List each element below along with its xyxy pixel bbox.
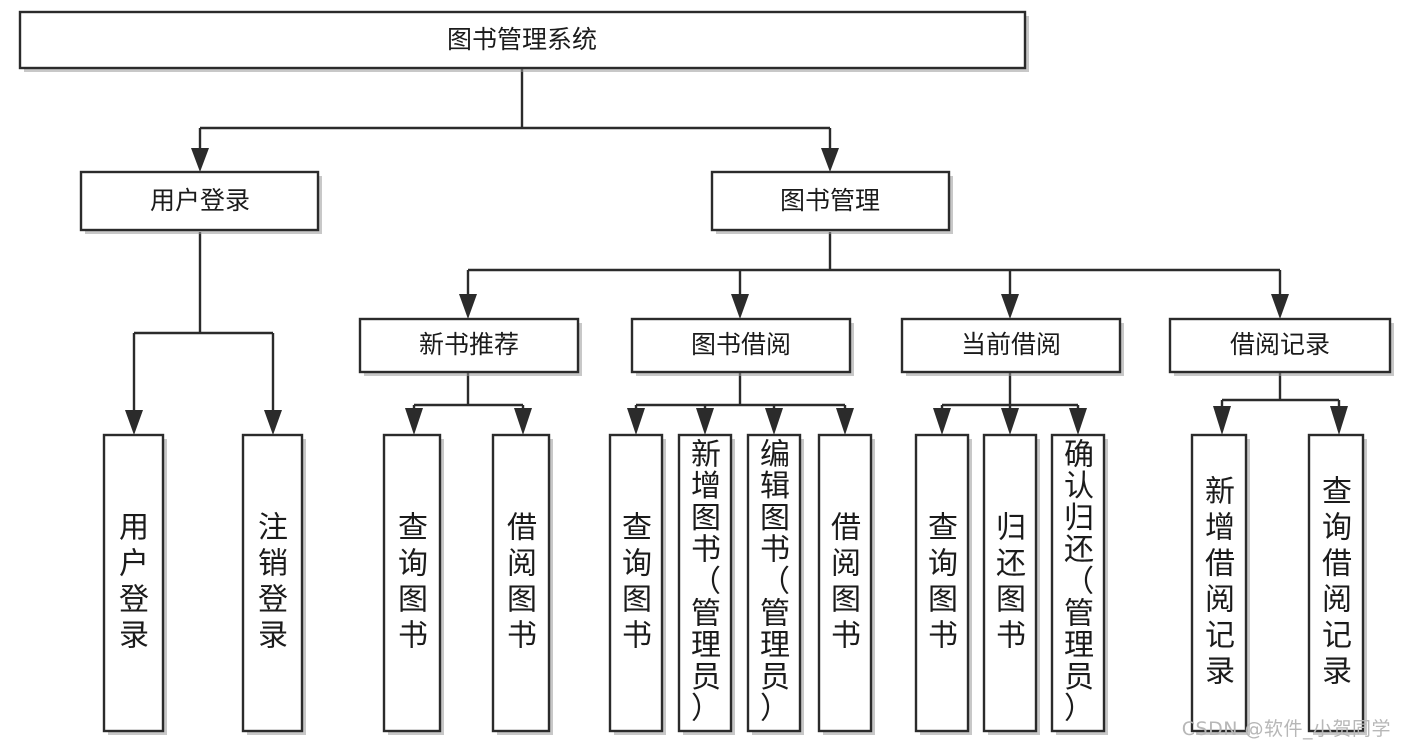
arrow-head-book-manage [821,148,839,172]
node-user-login-box [79,170,320,232]
node-book-manage-label: 图书管理 [780,186,880,215]
leaf-book-borrow-2-label: 新增图书（管理员） [691,437,721,726]
leaf-user-login-1-label: 用户登录 [119,511,149,654]
node-new-book-label: 新书推荐 [419,330,519,359]
leaf-user-login-2-box [241,433,304,733]
leaf-book-borrow-2-box [677,433,733,733]
leaf-user-login-1-box [102,433,165,733]
leaf-new-book-1-box [382,433,442,733]
leaf-book-borrow-2[interactable]: 新增图书（管理员） [677,433,735,735]
arrow-head-nb-leaf1 [405,408,423,435]
leaf-user-login-2[interactable]: 注销登录 [241,433,306,735]
arrow-head-bb-leaf2 [696,408,714,435]
leaf-current-borrow-1-label: 查询图书 [928,511,958,654]
node-book-borrow-label: 图书借阅 [691,330,791,359]
leaf-book-borrow-3-label: 编辑图书（管理员） [760,437,790,726]
arrow-head-bb-leaf1 [627,408,645,435]
node-book-borrow[interactable]: 图书借阅 [630,317,854,376]
leaf-book-borrow-1-label: 查询图书 [622,511,652,654]
leaf-borrow-record-1-label: 新增借阅记录 [1205,475,1235,690]
leaf-current-borrow-1-box [914,433,970,733]
leaf-book-borrow-4[interactable]: 借阅图书 [817,433,875,735]
leaf-new-book-1-label: 查询图书 [398,511,428,654]
node-user-login-label: 用户登录 [150,186,250,215]
arrow-head-br-leaf2 [1330,406,1348,435]
leaf-book-borrow-1[interactable]: 查询图书 [608,433,666,735]
leaf-current-borrow-2[interactable]: 归还图书 [982,433,1040,735]
arrow-head-cb-leaf1 [933,408,951,435]
arrow-head-new-book [459,294,477,319]
leaf-current-borrow-3[interactable]: 确认归还（管理员） [1050,433,1108,735]
arrow-head-leaf-user-login [125,410,143,435]
node-user-login[interactable]: 用户登录 [79,170,322,234]
arrow-head-book-borrow [731,294,749,319]
leaf-current-borrow-2-box [982,433,1038,733]
node-book-manage[interactable]: 图书管理 [710,170,953,234]
leaf-new-book-1[interactable]: 查询图书 [382,433,444,735]
node-new-book-recommend[interactable]: 新书推荐 [358,317,582,376]
arrow-head-current-borrow [1001,294,1019,319]
node-current-borrow-label: 当前借阅 [961,330,1061,359]
node-new-book-box [358,317,580,374]
node-current-borrow[interactable]: 当前借阅 [900,317,1124,376]
leaf-borrow-record-1[interactable]: 新增借阅记录 [1190,433,1250,735]
node-borrow-record-label: 借阅记录 [1230,330,1330,359]
leaf-borrow-record-2-box [1307,433,1365,733]
node-root-box [18,10,1027,70]
arrow-head-cb-leaf2 [1001,408,1019,435]
leaf-book-borrow-4-label: 借阅图书 [831,511,861,654]
arrow-head-br-leaf1 [1213,406,1231,435]
node-current-borrow-box [900,317,1122,374]
leaf-current-borrow-3-box [1050,433,1106,733]
leaf-new-book-2[interactable]: 借阅图书 [491,433,553,735]
leaf-new-book-2-box [491,433,551,733]
leaf-book-borrow-3[interactable]: 编辑图书（管理员） [746,433,804,735]
watermark-text: CSDN @软件_小贺同学 [1181,718,1391,740]
node-borrow-record-box [1168,317,1392,374]
leaf-user-login-1[interactable]: 用户登录 [102,433,167,735]
leaf-current-borrow-1[interactable]: 查询图书 [914,433,972,735]
leaf-book-borrow-3-box [746,433,802,733]
arrow-head-cb-leaf3 [1069,408,1087,435]
arrow-head-bb-leaf3 [765,408,783,435]
leaf-current-borrow-3-label: 确认归还（管理员） [1064,437,1094,726]
node-book-borrow-box [630,317,852,374]
node-book-manage-box [710,170,951,232]
connector-layer [125,68,1348,435]
leaf-borrow-record-2-label: 查询借阅记录 [1322,475,1352,690]
node-root[interactable]: 图书管理系统 [18,10,1029,72]
node-root-label: 图书管理系统 [447,25,597,54]
arrow-head-bb-leaf4 [836,408,854,435]
leaf-new-book-2-label: 借阅图书 [507,511,537,654]
arrow-head-borrow-record [1271,294,1289,319]
leaf-borrow-record-2[interactable]: 查询借阅记录 [1307,433,1367,735]
arrow-head-leaf-logout [264,410,282,435]
leaf-user-login-2-label: 注销登录 [258,511,288,654]
leaf-book-borrow-4-box [817,433,873,733]
arrow-head-nb-leaf2 [514,408,532,435]
leaf-current-borrow-2-label: 归还图书 [996,511,1026,654]
node-borrow-record[interactable]: 借阅记录 [1168,317,1394,376]
leaf-borrow-record-1-box [1190,433,1248,733]
arrow-head-user-login [191,148,209,172]
leaf-book-borrow-1-box [608,433,664,733]
